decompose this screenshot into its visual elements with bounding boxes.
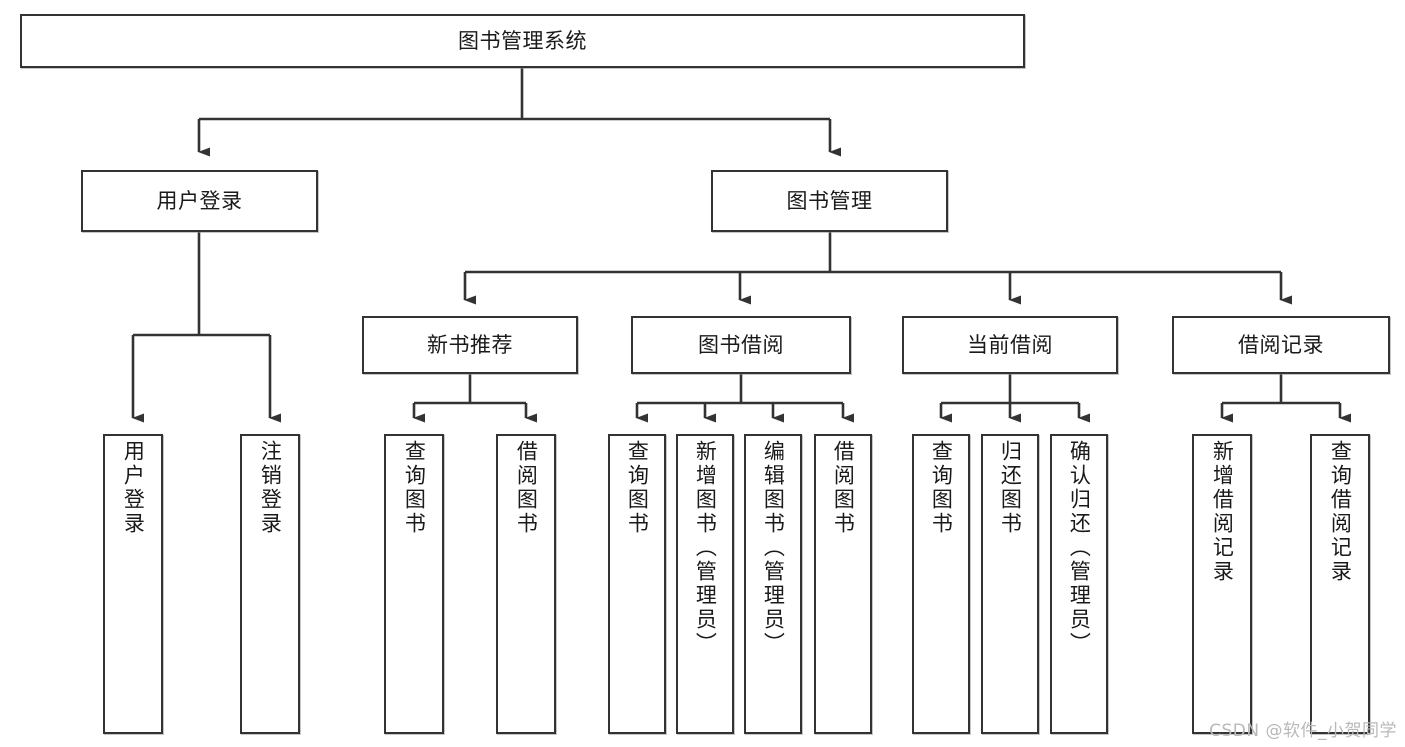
node-current-borrow[interactable]: 当前借阅 — [902, 316, 1118, 374]
leaf-label: 借阅图书 — [831, 440, 856, 536]
leaf-current-query-book[interactable]: 查询图书 — [912, 434, 970, 734]
node-root-label: 图书管理系统 — [458, 28, 587, 53]
leaf-label: 查询图书 — [625, 440, 650, 536]
node-borrow-record[interactable]: 借阅记录 — [1172, 316, 1390, 374]
node-book-borrow-label: 图书借阅 — [698, 332, 784, 357]
leaf-label: 归还图书 — [998, 440, 1023, 536]
node-new-book-recommend[interactable]: 新书推荐 — [362, 316, 578, 374]
node-root[interactable]: 图书管理系统 — [20, 14, 1025, 68]
node-book-management[interactable]: 图书管理 — [711, 170, 948, 232]
leaf-borrow-edit-book[interactable]: 编辑图书（管理员） — [744, 434, 802, 734]
leaf-label: 查询图书 — [402, 440, 427, 536]
leaf-borrow-add-book[interactable]: 新增图书（管理员） — [676, 434, 734, 734]
leaf-current-confirm-return[interactable]: 确认归还（管理员） — [1050, 434, 1108, 734]
leaf-record-add[interactable]: 新增借阅记录 — [1192, 434, 1252, 734]
leaf-user-login-login[interactable]: 用户登录 — [103, 434, 163, 734]
leaf-current-return-book[interactable]: 归还图书 — [981, 434, 1039, 734]
leaf-borrow-query-book[interactable]: 查询图书 — [608, 434, 666, 734]
leaf-label: 确认归还（管理员） — [1067, 440, 1092, 656]
node-user-login[interactable]: 用户登录 — [81, 170, 318, 232]
leaf-record-query[interactable]: 查询借阅记录 — [1310, 434, 1370, 734]
leaf-user-login-logout[interactable]: 注销登录 — [240, 434, 300, 734]
node-book-borrow[interactable]: 图书借阅 — [631, 316, 851, 374]
leaf-label: 用户登录 — [121, 440, 146, 536]
leaf-label: 注销登录 — [258, 440, 283, 536]
leaf-label: 借阅图书 — [514, 440, 539, 536]
leaf-label: 新增图书（管理员） — [693, 440, 718, 656]
node-borrow-record-label: 借阅记录 — [1238, 332, 1324, 357]
leaf-new-book-borrow[interactable]: 借阅图书 — [496, 434, 556, 734]
watermark: CSDN @软件_小贺同学 — [1209, 721, 1397, 741]
node-book-management-label: 图书管理 — [786, 188, 873, 213]
leaf-new-book-query[interactable]: 查询图书 — [384, 434, 444, 734]
node-new-book-recommend-label: 新书推荐 — [427, 332, 513, 357]
node-current-borrow-label: 当前借阅 — [967, 332, 1053, 357]
node-user-login-label: 用户登录 — [156, 188, 243, 213]
leaf-label: 编辑图书（管理员） — [761, 440, 786, 656]
leaf-borrow-borrow-book[interactable]: 借阅图书 — [814, 434, 872, 734]
leaf-label: 新增借阅记录 — [1210, 440, 1235, 584]
leaf-label: 查询图书 — [929, 440, 954, 536]
leaf-label: 查询借阅记录 — [1328, 440, 1353, 584]
